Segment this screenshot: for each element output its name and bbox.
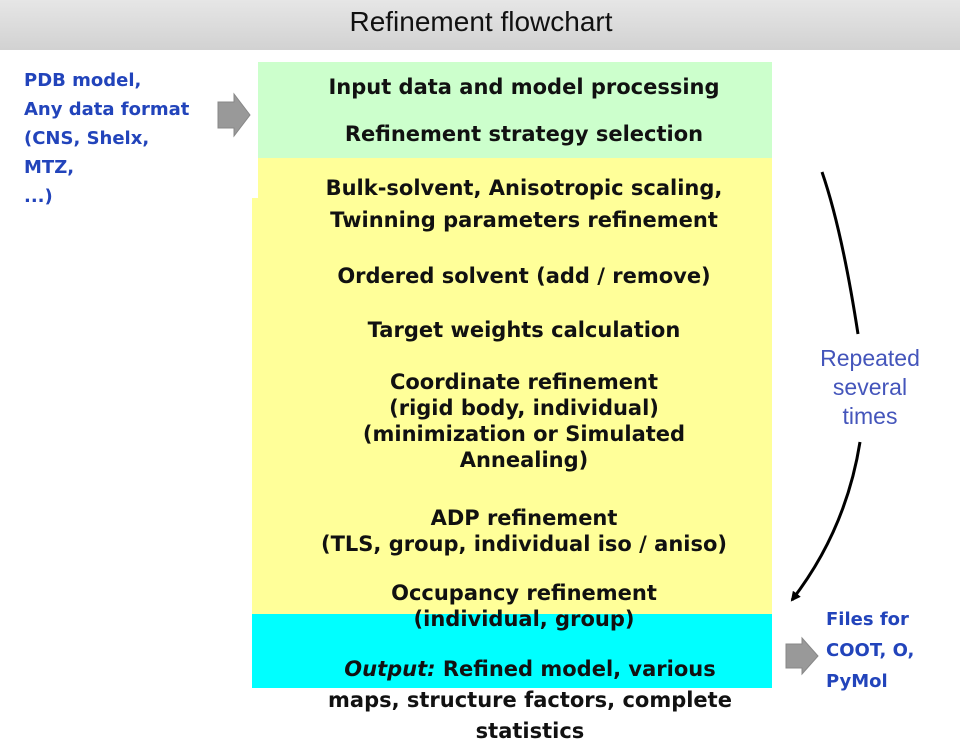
- step-twinning: Twinning parameters refinement: [330, 208, 718, 232]
- loop-arrow-bottom: [790, 441, 862, 602]
- output-files-note: Files for COOT, O, PyMol: [826, 609, 915, 692]
- input-note: PDB model, Any data format (CNS, Shelx, …: [24, 70, 190, 207]
- output-label: Output:: [344, 657, 436, 681]
- diagram-arrows: [217, 92, 862, 676]
- output-arrow-icon: [785, 636, 819, 676]
- step-target-weights: Target weights calculation: [367, 318, 681, 342]
- input-arrow-icon: [217, 92, 251, 138]
- title-bar: [0, 0, 960, 50]
- processing-box: [258, 62, 772, 158]
- output-description: Output: Refined model, various maps, str…: [250, 654, 810, 747]
- loop-curve-top: [820, 171, 860, 335]
- step-coordinate-refinement: Coordinate refinement (rigid body, indiv…: [362, 370, 686, 472]
- refinement-box: [252, 198, 772, 616]
- output-box: [252, 614, 772, 688]
- step-ordered-solvent: Ordered solvent (add / remove): [337, 264, 711, 288]
- repeat-note: Repeated several times: [820, 345, 920, 429]
- step-input-processing: Input data and model processing: [328, 75, 720, 99]
- step-bulk-solvent: Bulk-solvent, Anisotropic scaling,: [325, 176, 723, 200]
- diagram-title: Refinement flowchart: [349, 6, 613, 37]
- refinement-box-top: [258, 158, 772, 198]
- step-adp-refinement: ADP refinement (TLS, group, individual i…: [321, 506, 727, 556]
- step-occupancy-refinement: Occupancy refinement (individual, group): [391, 581, 657, 631]
- step-strategy-selection: Refinement strategy selection: [344, 122, 704, 146]
